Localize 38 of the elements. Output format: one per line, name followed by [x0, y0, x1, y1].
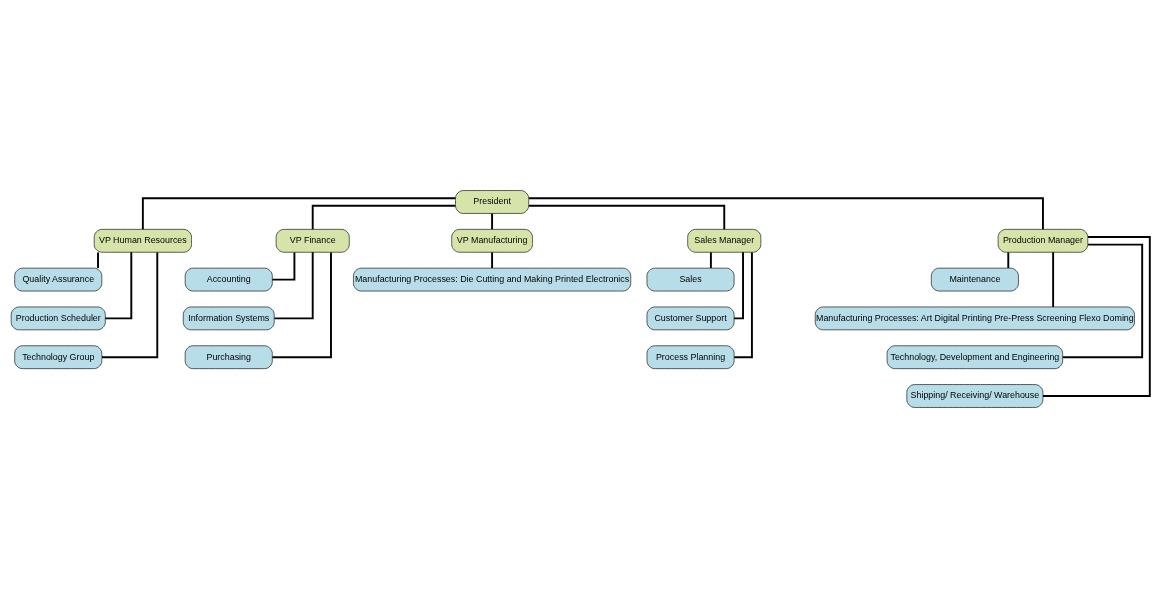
connector [527, 197, 1044, 231]
node-box: Accounting [184, 267, 273, 292]
connector [527, 204, 726, 231]
connector [491, 212, 494, 231]
node-box: Technology Group [14, 345, 103, 369]
node-box: Shipping/ Receiving/ Warehouse [906, 384, 1044, 408]
node-box: Maintenance [931, 267, 1019, 292]
connector [709, 251, 712, 269]
node-box: Customer Support [646, 306, 735, 331]
connector [97, 251, 99, 269]
connector [101, 251, 159, 359]
connector [1042, 236, 1151, 397]
node-box: Manufacturing Processes: Die Cutting and Making Printed Electronics [353, 267, 632, 292]
node-box: Production Scheduler [10, 306, 106, 331]
connector [271, 251, 296, 281]
connector [1052, 251, 1055, 308]
node-box: Sales Manager [687, 229, 762, 253]
node-box: Quality Assurance [14, 267, 103, 292]
node-box: Technology, Development and Engineering [886, 345, 1063, 369]
connector [1061, 243, 1144, 359]
connector [141, 197, 457, 231]
node-box: President [455, 190, 529, 214]
node-box: Process Planning [646, 345, 735, 369]
connector [271, 251, 332, 359]
connector [1007, 251, 1010, 269]
node-box: VP Manufacturing [451, 229, 533, 253]
node-box: Production Manager [997, 229, 1089, 253]
node-box: Purchasing [184, 345, 273, 369]
node-box: VP Human Resources [93, 229, 192, 253]
connector [491, 251, 494, 269]
connector [273, 251, 314, 320]
connector [104, 251, 133, 320]
connector [311, 204, 457, 231]
connector [733, 251, 744, 320]
node-box: VP Finance [275, 229, 350, 253]
node-box: Information Systems [182, 306, 275, 331]
node-box: Manufacturing Processes: Art Digital Printing Pre-Press Screening Flexo Doming [814, 306, 1135, 331]
node-box: Sales [646, 267, 735, 292]
